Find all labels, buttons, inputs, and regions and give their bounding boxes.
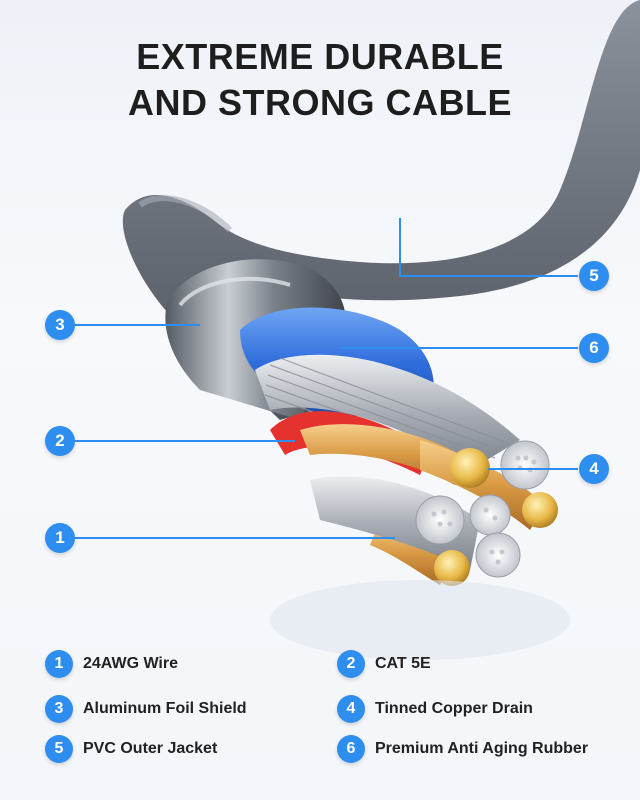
page-title: EXTREME DURABLE AND STRONG CABLE xyxy=(0,34,640,126)
legend-label: CAT 5E xyxy=(375,655,431,672)
callout-lines xyxy=(75,218,578,539)
legend-badge: 6 xyxy=(337,735,365,763)
legend-badge: 3 xyxy=(45,695,73,723)
legend-label: Premium Anti Aging Rubber xyxy=(375,740,589,757)
legend-label: Aluminum Foil Shield xyxy=(83,700,247,717)
wire-ends xyxy=(415,440,558,586)
legend-badge: 5 xyxy=(45,735,73,763)
legend-badge: 4 xyxy=(337,695,365,723)
title-line-2: AND STRONG CABLE xyxy=(128,82,512,123)
callout-2: 2 xyxy=(45,426,75,456)
title-line-1: EXTREME DURABLE xyxy=(136,36,504,77)
legend-badge: 1 xyxy=(45,650,73,678)
legend-label: PVC Outer Jacket xyxy=(83,740,218,757)
callout-3: 3 xyxy=(45,310,75,340)
callout-5: 5 xyxy=(579,261,609,291)
callout-1: 1 xyxy=(45,523,75,553)
callout-6: 6 xyxy=(579,333,609,363)
callout-4: 4 xyxy=(579,454,609,484)
legend-label: 24AWG Wire xyxy=(83,655,178,672)
legend-badge: 2 xyxy=(337,650,365,678)
legend-label: Tinned Copper Drain xyxy=(375,700,533,717)
